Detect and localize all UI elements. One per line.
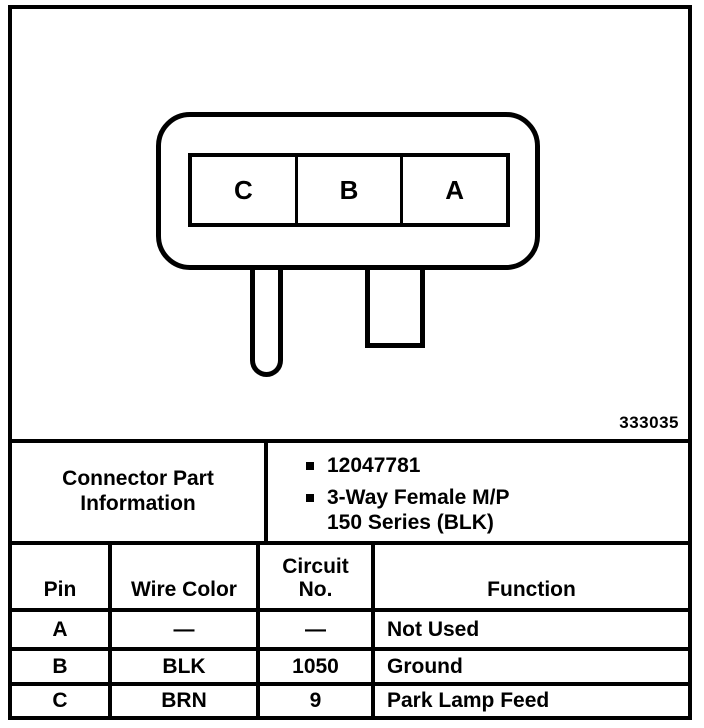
connector-lock-tab-right: [365, 265, 425, 348]
table-row-pin-b: B BLK 1050 Ground: [12, 647, 688, 682]
pin-c-circuit-no: 9: [260, 686, 375, 716]
pin-b-id: B: [12, 651, 112, 682]
table-row-pin-c: C BRN 9 Park Lamp Feed: [12, 682, 688, 716]
part-number-text: 12047781: [327, 454, 421, 477]
pin-c-function: Park Lamp Feed: [387, 689, 550, 712]
pin-b-function: Ground: [387, 654, 463, 678]
header-circuit-no: Circuit No.: [260, 545, 375, 608]
bullet-icon: [306, 462, 314, 470]
connector-lock-tab-left: [250, 265, 283, 377]
table-row-pin-a: A — — Not Used: [12, 608, 688, 647]
connector-cavity-row: C B A: [188, 153, 510, 227]
connector-part-info-label-cell: Connector Part Information: [12, 443, 268, 541]
connector-type-text: 3-Way Female M/P 150 Series (BLK): [327, 486, 510, 535]
pin-a-function: Not Used: [387, 617, 480, 641]
cavity-b: B: [294, 157, 401, 223]
connector-diagram: C B A 333035: [12, 9, 688, 439]
pin-b-wire-color: BLK: [112, 651, 260, 682]
connector-part-info-details: 12047781 3-Way Female M/P 150 Series (BL…: [268, 443, 688, 541]
pin-c-id: C: [12, 686, 112, 716]
cavity-a: A: [400, 157, 506, 223]
cavity-c: C: [233, 174, 253, 205]
connector-part-info-row: Connector Part Information 12047781 3-Wa…: [12, 439, 688, 541]
bullet-icon: [306, 494, 314, 503]
pin-a-circuit-no: —: [260, 612, 375, 647]
connector-type-item: 3-Way Female M/P 150 Series (BLK): [306, 485, 682, 535]
pin-a-id: A: [12, 612, 112, 647]
pin-b-circuit-no: 1050: [260, 651, 375, 682]
pin-a-wire-color: —: [112, 612, 260, 647]
document-frame: C B A 333035 Connector Part Information …: [8, 5, 692, 720]
header-pin: Pin: [12, 545, 112, 608]
header-function: Function: [487, 577, 576, 601]
header-wire-color: Wire Color: [112, 545, 260, 608]
connector-part-info-label: Connector Part Information: [62, 467, 214, 515]
pin-c-wire-color: BRN: [112, 686, 260, 716]
pin-table-header-row: Pin Wire Color Circuit No. Function: [12, 541, 688, 608]
figure-number: 333035: [619, 413, 679, 432]
part-number-item: 12047781: [306, 453, 682, 478]
